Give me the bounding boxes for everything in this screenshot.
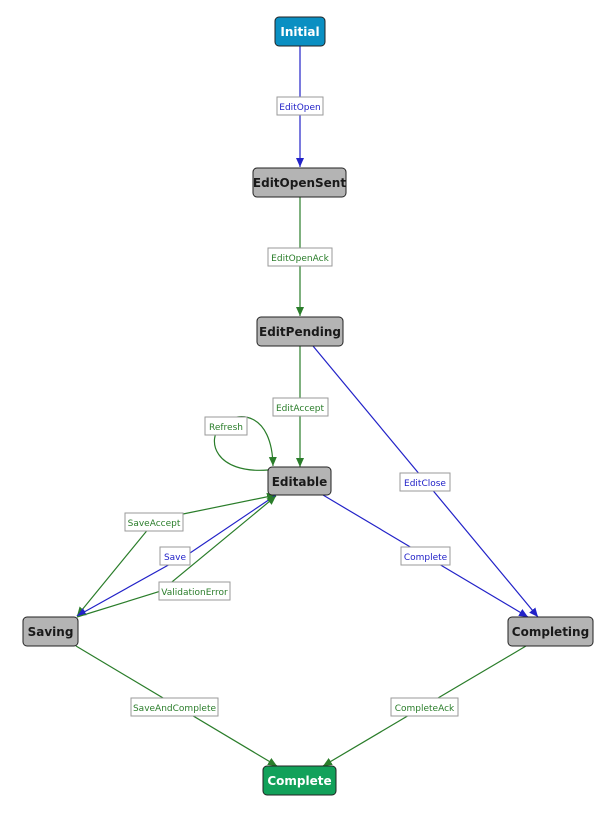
edge-label-editopen[interactable]: EditOpen bbox=[276, 96, 324, 116]
node-completing[interactable]: Completing bbox=[507, 616, 594, 647]
node-initial[interactable]: Initial bbox=[274, 16, 326, 47]
edge-label-saveandcomplete[interactable]: SaveAndComplete bbox=[130, 697, 219, 717]
edge-label-text: EditClose bbox=[404, 479, 446, 489]
edge-label-text: EditOpenAck bbox=[271, 254, 329, 264]
edge-label-save[interactable]: Save bbox=[159, 546, 191, 566]
edge-label-editclose[interactable]: EditClose bbox=[399, 472, 451, 492]
edge-label-text: CompleteAck bbox=[395, 704, 455, 714]
edge-label-complete[interactable]: Complete bbox=[400, 546, 451, 566]
edge-label-refresh[interactable]: Refresh bbox=[204, 416, 248, 436]
edge-label-text: EditOpen bbox=[279, 103, 320, 113]
edge-label-text: SaveAndComplete bbox=[133, 704, 217, 714]
edge-label-editaccept[interactable]: EditAccept bbox=[272, 397, 329, 417]
edge-labels: EditOpen EditOpenAck EditAccept EditClos… bbox=[124, 96, 459, 717]
node-label: Editable bbox=[272, 475, 328, 489]
edge-label-text: EditAccept bbox=[276, 404, 325, 414]
edge-label-text: SaveAccept bbox=[128, 519, 181, 529]
node-saving[interactable]: Saving bbox=[22, 616, 79, 647]
edge-saveaccept-return[interactable] bbox=[182, 492, 277, 515]
edge-label-completeack[interactable]: CompleteAck bbox=[390, 697, 459, 717]
node-editable[interactable]: Editable bbox=[267, 466, 332, 496]
node-label: Saving bbox=[28, 625, 74, 639]
nodes: Initial EditOpenSent EditPending Editabl… bbox=[22, 16, 594, 796]
node-editpending[interactable]: EditPending bbox=[256, 316, 344, 347]
edge-label-text: Save bbox=[164, 553, 187, 563]
node-editopensent[interactable]: EditOpenSent bbox=[252, 167, 347, 198]
edge-label-validationerror[interactable]: ValidationError bbox=[158, 581, 231, 601]
edge-label-editopenack[interactable]: EditOpenAck bbox=[267, 247, 333, 267]
edge-label-text: Complete bbox=[404, 553, 448, 563]
node-complete[interactable]: Complete bbox=[262, 765, 337, 796]
edge-label-text: Refresh bbox=[209, 423, 243, 433]
node-label: Initial bbox=[280, 25, 319, 39]
node-label: EditPending bbox=[259, 325, 341, 339]
node-label: Completing bbox=[512, 625, 589, 639]
edge-label-saveaccept[interactable]: SaveAccept bbox=[124, 512, 184, 532]
node-label: EditOpenSent bbox=[253, 176, 346, 190]
node-label: Complete bbox=[267, 774, 331, 788]
edge-label-text: ValidationError bbox=[161, 588, 228, 598]
